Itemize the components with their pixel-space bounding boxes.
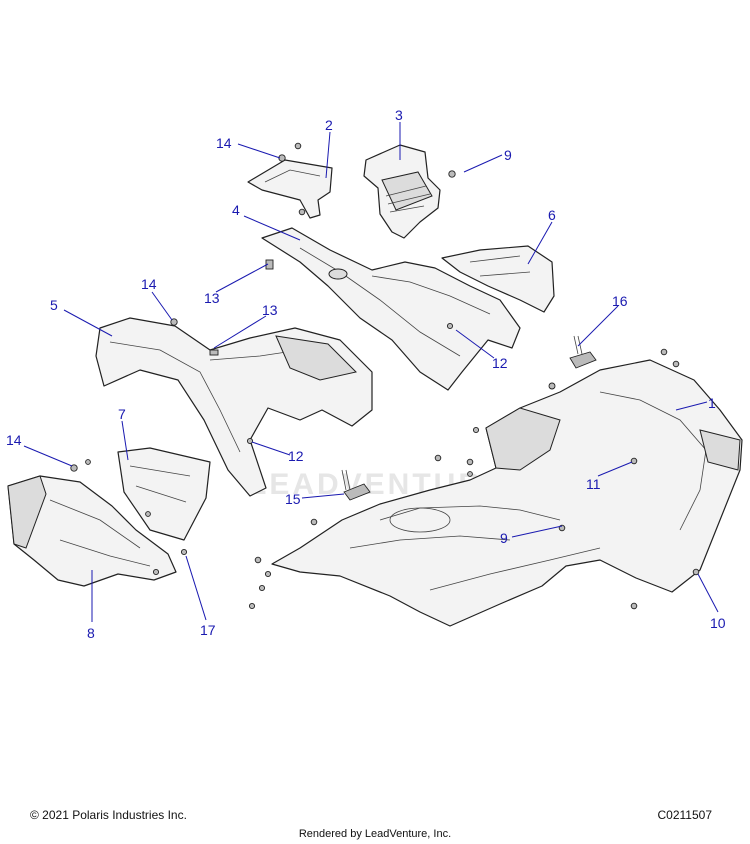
callout-14-top: 14 [216, 135, 232, 151]
callout-13-left: 13 [204, 290, 220, 306]
rendered-by-text: Rendered by LeadVenture, Inc. [298, 828, 452, 840]
callout-17: 17 [200, 622, 216, 638]
part-5-rear-fender [95, 317, 373, 497]
callout-1: 1 [708, 395, 716, 411]
part-4-center-panel [261, 227, 521, 391]
callout-12-bottom: 12 [288, 448, 304, 464]
callout-15: 15 [285, 491, 301, 507]
callout-13-right: 13 [262, 302, 278, 318]
callout-5: 5 [50, 297, 58, 313]
callout-16: 16 [612, 293, 628, 309]
callout-11: 11 [586, 476, 601, 492]
part-15-latch [341, 469, 371, 501]
callout-14-middle: 14 [141, 276, 157, 292]
callout-14-left: 14 [6, 432, 22, 448]
callout-3: 3 [395, 107, 403, 123]
callout-2: 2 [325, 117, 333, 133]
callout-9-bottom: 9 [500, 530, 508, 546]
callout-leaders [23, 122, 719, 622]
callout-8: 8 [87, 625, 95, 641]
callout-7: 7 [118, 406, 126, 422]
part-8-fender-flare [7, 475, 177, 587]
diagram-code: C0211507 [657, 808, 713, 822]
part-1-main-body [271, 359, 743, 627]
part-16-latch [569, 335, 597, 369]
callout-9-top: 9 [504, 147, 512, 163]
callout-6: 6 [548, 207, 556, 223]
callout-labels: 1 2 3 4 5 6 7 8 9 9 10 11 12 12 13 13 14… [6, 107, 726, 641]
callout-10: 10 [710, 615, 726, 631]
callout-4: 4 [232, 202, 240, 218]
part-2-cover-plate [247, 159, 333, 219]
hardware-fasteners [70, 142, 700, 610]
part-3-instrument-housing [363, 144, 441, 239]
copyright-text: © 2021 Polaris Industries Inc. [30, 808, 187, 822]
callout-12-top: 12 [492, 355, 508, 371]
part-6-side-panel [441, 245, 555, 313]
parts-diagram: LEADVENTURE [6, 107, 743, 641]
part-7-guard [117, 447, 211, 541]
